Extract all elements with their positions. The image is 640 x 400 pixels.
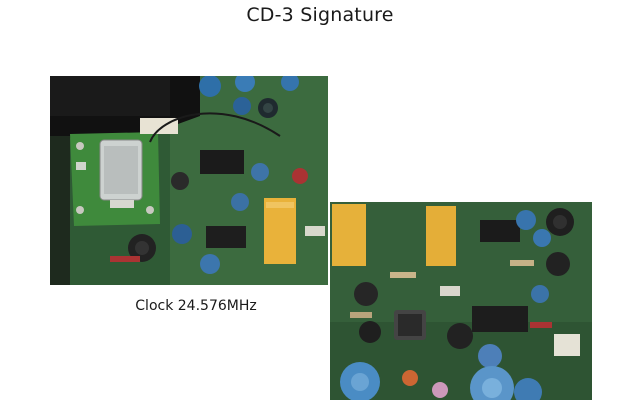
photo-caption: Clock 24.576MHz <box>135 298 257 314</box>
slide-title: CD-3 Signature <box>246 4 394 26</box>
board-detail-photo <box>330 202 592 400</box>
clock-board-photo <box>50 76 328 285</box>
